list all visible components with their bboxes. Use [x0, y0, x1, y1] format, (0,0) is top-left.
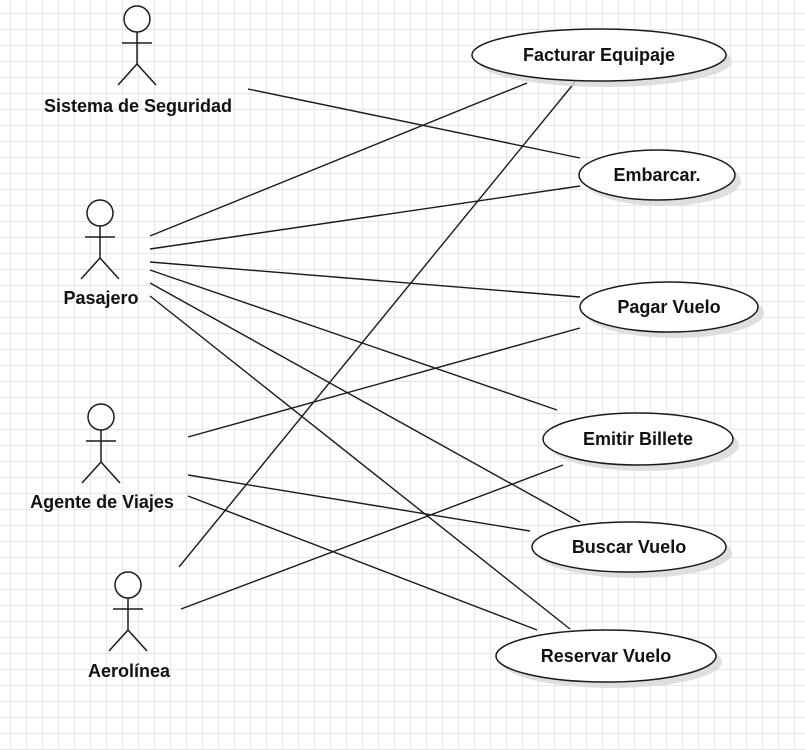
use-case-label-embarcar: Embarcar.	[613, 165, 701, 185]
actor-left-leg	[117, 63, 138, 86]
association-line-pasajero-to-embarcar	[149, 185, 581, 250]
association-line-pasajero-to-reservar-vuelo	[149, 295, 571, 630]
association-line-sistema-de-seguridad-to-embarcar	[247, 88, 581, 159]
use-case-label-pagar-vuelo: Pagar Vuelo	[617, 297, 721, 317]
association-line-agente-de-viajes-to-buscar-vuelo	[187, 474, 531, 532]
use-case-facturar-equipaje	[471, 28, 732, 87]
use-case-ellipse	[578, 149, 736, 201]
actor-head	[87, 403, 115, 431]
actor-agente-de-viajes	[81, 403, 121, 484]
use-case-embarcar	[578, 149, 741, 206]
association-line-pasajero-to-pagar-vuelo	[149, 261, 581, 298]
actor-right-leg	[136, 63, 157, 86]
use-case-ellipse	[531, 521, 727, 573]
actor-label-aerolinea: Aerolínea	[87, 661, 171, 681]
actor-left-leg	[80, 257, 101, 280]
actor-label-pasajero: Pasajero	[63, 288, 139, 308]
associations	[149, 81, 581, 631]
actor-head	[114, 571, 142, 599]
association-line-aerolinea-to-emitir-billete	[180, 464, 564, 610]
actor-head	[123, 5, 151, 33]
actor-label-sistema-de-seguridad: Sistema de Seguridad	[43, 96, 233, 116]
use-case-label-emitir-billete: Emitir Billete	[582, 429, 694, 449]
actor-label-agente-de-viajes: Agente de Viajes	[30, 492, 174, 512]
actor-aerolinea	[108, 571, 148, 652]
association-line-agente-de-viajes-to-reservar-vuelo	[187, 495, 538, 631]
actor-right-leg	[100, 461, 121, 484]
use-case-reservar-vuelo	[495, 629, 722, 688]
use-case-label-facturar-equipaje: Facturar Equipaje	[522, 45, 676, 65]
actor-pasajero	[80, 199, 120, 280]
actor-head	[86, 199, 114, 227]
use-case-label-reservar-vuelo: Reservar Vuelo	[540, 646, 672, 666]
use-case-buscar-vuelo	[531, 521, 732, 578]
use-case-label-buscar-vuelo: Buscar Vuelo	[571, 537, 687, 557]
use-case-emitir-billete	[542, 412, 739, 471]
actors	[80, 5, 157, 652]
actor-right-leg	[127, 629, 148, 652]
use-case-ellipse	[579, 281, 759, 333]
use-case-ellipse	[495, 629, 717, 683]
association-line-aerolinea-to-facturar-equipaje	[178, 81, 576, 568]
association-line-agente-de-viajes-to-pagar-vuelo	[187, 327, 581, 438]
actor-right-leg	[99, 257, 120, 280]
actor-left-leg	[108, 629, 129, 652]
actor-sistema-de-seguridad	[117, 5, 157, 86]
use-case-ellipse	[542, 412, 734, 466]
use-cases	[471, 28, 764, 688]
use-case-pagar-vuelo	[579, 281, 764, 338]
association-line-pasajero-to-facturar-equipaje	[149, 82, 528, 237]
association-line-pasajero-to-buscar-vuelo	[149, 282, 581, 523]
association-line-pasajero-to-emitir-billete	[149, 269, 558, 411]
use-case-ellipse	[471, 28, 727, 82]
actor-left-leg	[81, 461, 102, 484]
